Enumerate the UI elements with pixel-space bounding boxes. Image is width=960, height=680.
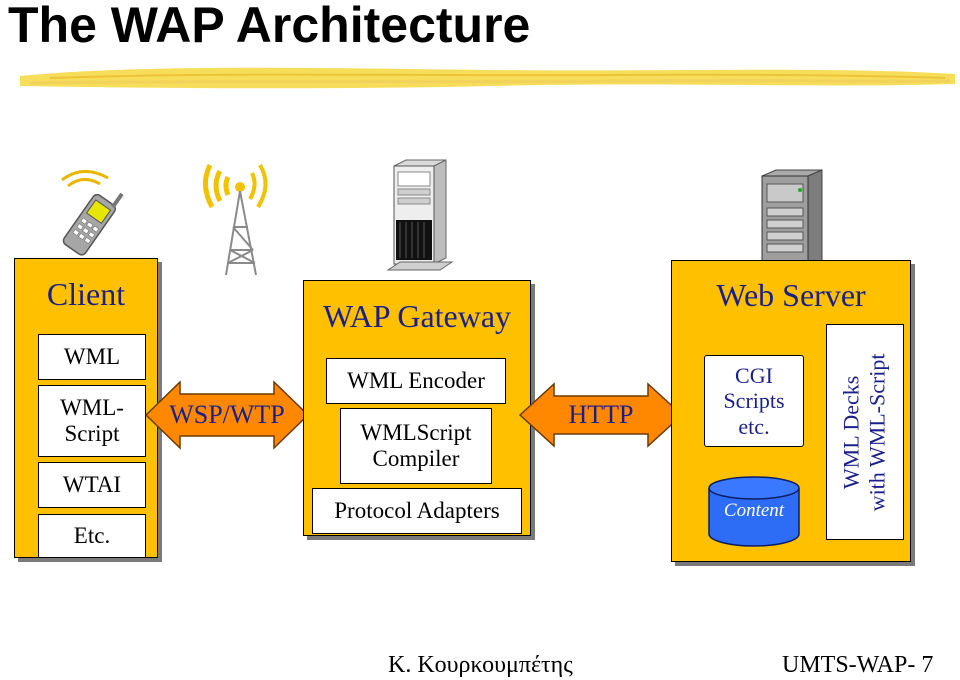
client-item-label: WML xyxy=(63,343,121,369)
wml-encoder-label: WML Encoder xyxy=(347,367,485,393)
cgi-scripts-label: CGI Scripts etc. xyxy=(723,363,785,439)
client-item-wmlscript: WML- Script xyxy=(38,385,146,457)
gateway-heading: WAP Gateway xyxy=(322,298,512,334)
web-server-icon xyxy=(761,169,823,269)
wml-encoder-box: WML Encoder xyxy=(326,358,506,404)
content-label: Content xyxy=(723,500,785,521)
gateway-server-icon xyxy=(386,159,454,271)
footer-page-number: UMTS-WAP- 7 xyxy=(782,652,934,678)
wml-decks-box: WML Decks with WML-Script xyxy=(826,324,904,540)
protocol-adapters-box: Protocol Adapters xyxy=(312,488,522,534)
client-item-etc: Etc. xyxy=(38,514,146,558)
wml-decks-line1: WML Decks xyxy=(838,375,864,489)
client-item-wml: WML xyxy=(38,334,146,380)
antenna-tower-icon xyxy=(203,163,268,276)
wmlscript-compiler-label: WMLScript Compiler xyxy=(360,419,472,471)
page-title: The WAP Architecture xyxy=(8,0,531,53)
http-label: HTTP xyxy=(568,400,634,429)
footer-author: Κ. Κουρκουμπέτης xyxy=(388,652,573,678)
client-item-label: WML- Script xyxy=(60,394,124,446)
client-item-label: WTAI xyxy=(62,471,122,497)
wml-decks-line2: with WML-Script xyxy=(865,353,891,511)
http-arrow: HTTP xyxy=(518,382,684,448)
wmlscript-compiler-box: WMLScript Compiler xyxy=(340,408,492,484)
mobile-phone-icon xyxy=(61,170,124,256)
title-underline xyxy=(20,67,955,89)
client-item-label: Etc. xyxy=(73,522,111,548)
wml-decks-text: WML Decks with WML-Script xyxy=(839,353,892,511)
client-item-wtai: WTAI xyxy=(38,462,146,508)
cgi-scripts-box: CGI Scripts etc. xyxy=(704,355,804,447)
wsp-wtp-arrow: WSP/WTP xyxy=(144,380,310,450)
webserver-heading: Web Server xyxy=(716,277,866,313)
database-icon xyxy=(708,476,800,547)
protocol-adapters-label: Protocol Adapters xyxy=(334,497,500,523)
client-heading: Client xyxy=(46,276,126,312)
wsp-wtp-label: WSP/WTP xyxy=(169,400,285,429)
